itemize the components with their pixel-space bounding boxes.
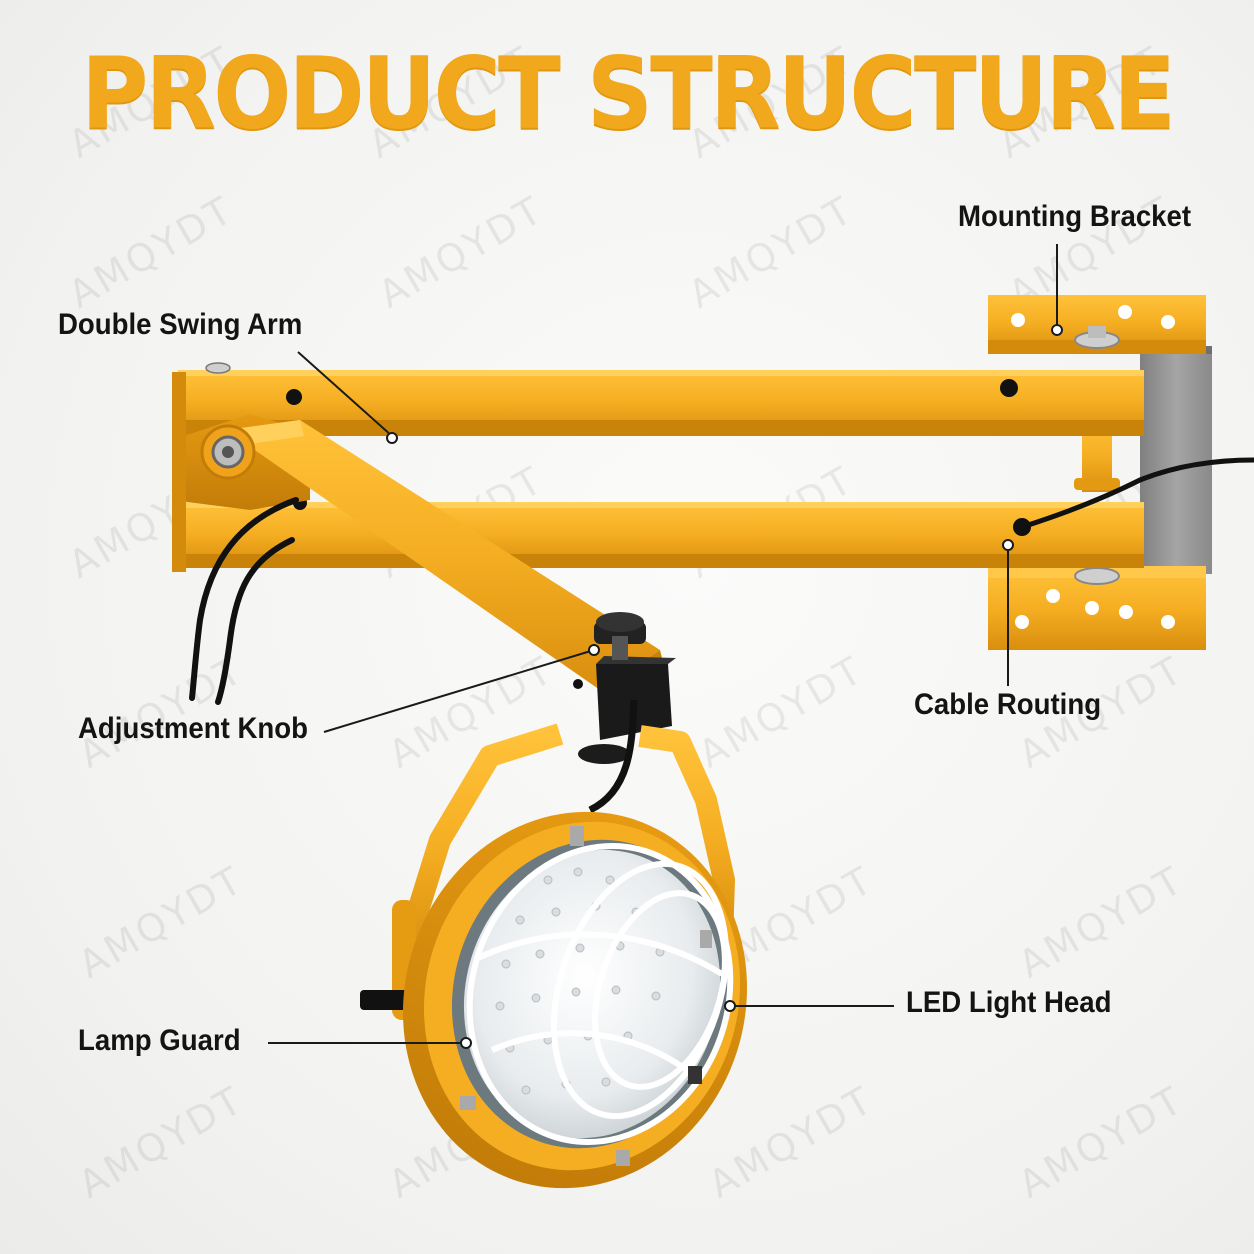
led-dot <box>611 985 621 995</box>
upper-arm <box>178 362 1144 443</box>
led-dot <box>601 1077 611 1087</box>
cable-left-upper <box>189 497 299 701</box>
led-dot <box>521 1085 531 1095</box>
led-dot <box>575 943 585 953</box>
leader-dots <box>386 324 1063 1049</box>
leader-lines <box>268 244 1058 1044</box>
label-led-light-head: LED Light Head <box>906 986 1112 1019</box>
label-adjustment-knob: Adjustment Knob <box>78 712 308 745</box>
led-lamp-head <box>402 811 748 1189</box>
lower-arm <box>178 496 1144 568</box>
led-dot <box>551 907 561 917</box>
led-dot <box>605 875 615 885</box>
wall-plate <box>1140 346 1212 574</box>
page-title: PRODUCT STRUCTURE <box>80 35 1176 152</box>
mounting-bracket-top <box>988 295 1206 354</box>
label-mounting-bracket: Mounting Bracket <box>958 200 1192 233</box>
cable-left-lower <box>215 537 295 705</box>
led-dot <box>571 987 581 997</box>
led-dot <box>535 949 545 959</box>
label-double-swing-arm: Double Swing Arm <box>58 308 303 341</box>
label-cable-routing: Cable Routing <box>914 688 1102 721</box>
led-dot <box>515 915 525 925</box>
led-dot <box>573 867 583 877</box>
led-dot <box>495 1001 505 1011</box>
mounting-bracket-bottom <box>988 566 1206 650</box>
cable-right <box>1021 457 1254 530</box>
cable-lamp <box>588 699 638 814</box>
label-lamp-guard: Lamp Guard <box>78 1024 241 1057</box>
led-dot <box>531 993 541 1003</box>
led-dot <box>651 991 661 1001</box>
led-dot <box>501 959 511 969</box>
lamp-guard-wire <box>466 842 734 1146</box>
led-dot <box>543 875 553 885</box>
